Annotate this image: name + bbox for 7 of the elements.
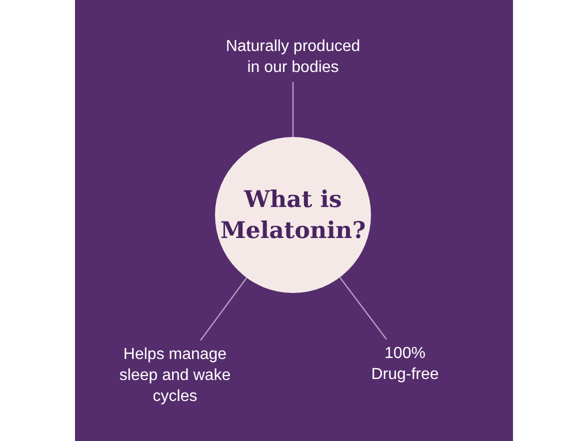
connector-line xyxy=(200,277,248,341)
circle-title: What is Melatonin? xyxy=(219,185,367,246)
connector-line xyxy=(292,82,294,137)
feature-text: Naturally produced in our bodies xyxy=(224,37,362,78)
connector-line xyxy=(339,276,387,340)
feature-text: Helps manage sleep and wake cycles xyxy=(118,344,232,406)
feature-text: 100% Drug-free xyxy=(370,344,440,385)
